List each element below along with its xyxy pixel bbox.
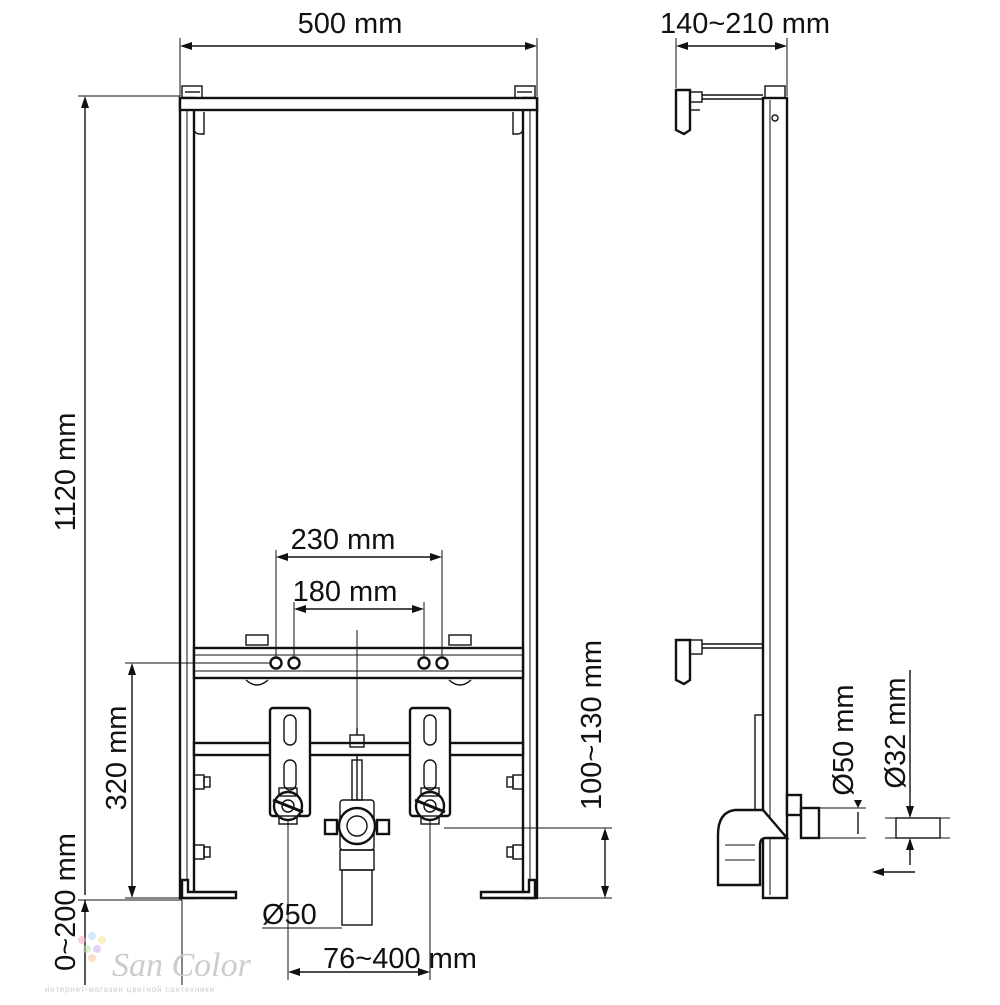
lower-crossbar: [192, 741, 525, 757]
depth-dimension: 140~210 mm: [660, 8, 830, 96]
frame-top-bar: [178, 96, 539, 112]
width-dimension: 500 mm: [179, 8, 538, 96]
inner-connections-dimension: 180 mm: [293, 576, 425, 730]
watermark-dots: [78, 932, 106, 962]
side-view: [674, 85, 821, 900]
height-dimension: 1120 mm: [50, 95, 180, 895]
drain-offset-label: 76~400 mm: [323, 943, 477, 975]
drain-dimension: Ø50 76~400 mm: [262, 820, 477, 980]
plate-tabs: [245, 634, 472, 686]
adjustment-dimension: 100~130 mm: [444, 640, 612, 899]
top-left-bracket: [181, 85, 205, 135]
adjustment-label: 100~130 mm: [576, 640, 608, 810]
front-view: [178, 85, 539, 926]
side-pipe-diameter-label: Ø32 mm: [880, 677, 912, 788]
depth-label: 140~210 mm: [660, 8, 830, 40]
side-drain-diameter-dimension: Ø50 mm: [819, 684, 866, 839]
outer-connections-dimension: 230 mm: [275, 524, 443, 657]
connection-height-label: 320 mm: [101, 706, 133, 811]
side-drain-diameter-label: Ø50 mm: [828, 684, 860, 795]
outer-connections-label: 230 mm: [291, 524, 396, 556]
drain-assembly: [323, 728, 391, 926]
water-connection-points: [269, 656, 449, 670]
side-middle-bracket: [674, 638, 763, 686]
inner-connections-label: 180 mm: [293, 576, 398, 608]
side-post: [761, 96, 789, 900]
leg-adjust-dimension: 0~200 mm: [50, 833, 183, 985]
watermark-name: San Color: [112, 947, 252, 984]
leg-adjust-label: 0~200 mm: [50, 833, 82, 971]
watermark-tagline: интернет-магазин цветной сантехники: [45, 985, 215, 994]
top-right-bracket: [512, 85, 536, 135]
left-slot-plate: [268, 706, 312, 818]
side-clips: [193, 774, 524, 860]
watermark-logo: San Color интернет-магазин цветной санте…: [45, 932, 252, 994]
drain-diameter-label: Ø50: [262, 899, 317, 931]
side-pipe-diameter-dimension: Ø32 mm: [872, 670, 950, 876]
height-label: 1120 mm: [50, 413, 82, 532]
left-supply-valve: [272, 787, 304, 825]
side-top-bracket: [674, 88, 763, 136]
left-foot: [180, 878, 238, 900]
side-drain-elbow: [716, 714, 821, 887]
width-label: 500 mm: [298, 8, 403, 40]
right-slot-plate: [408, 706, 452, 818]
connection-height-dimension: 320 mm: [101, 662, 270, 899]
right-foot: [479, 878, 537, 900]
